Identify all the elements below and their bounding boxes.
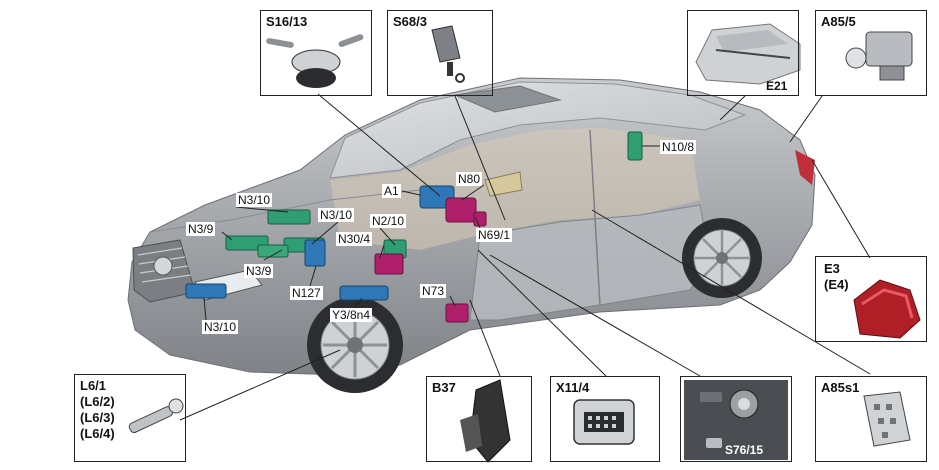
s16-13-illustration xyxy=(266,34,364,88)
callout-n3-9-left: N3/9 xyxy=(186,222,216,236)
inset-s76-15: S76/15 xyxy=(680,376,792,462)
car-glass xyxy=(329,81,747,179)
callout-n80: N80 xyxy=(456,172,483,186)
module-n30-4 xyxy=(374,253,404,275)
module-n3-10-top xyxy=(267,209,311,225)
leader-lines xyxy=(179,93,871,421)
inset-l6-1-label: L6/1 (L6/2) (L6/3) (L6/4) xyxy=(80,378,115,442)
inset-l6-1: L6/1 (L6/2) (L6/3) (L6/4) xyxy=(74,374,186,462)
inset-a85-5: A85/5 xyxy=(815,10,927,96)
callout-y3-8n4: Y3/8n4 xyxy=(330,308,373,322)
inset-e21: E21 xyxy=(687,10,799,96)
l6-1-illustration xyxy=(128,398,184,434)
inset-a85s1-label: A85s1 xyxy=(821,380,860,395)
module-n3-10-bottom xyxy=(185,283,227,299)
inset-s68-3-label: S68/3 xyxy=(393,14,427,29)
car-illustration xyxy=(127,77,816,393)
module-n73 xyxy=(445,303,469,323)
module-n3-9-left xyxy=(225,235,269,251)
a85-5-illustration xyxy=(845,31,913,81)
inset-e3-label-line1: E3 xyxy=(824,261,840,276)
inset-e3: E3 (E4) xyxy=(815,256,927,342)
callout-n3-10-top: N3/10 xyxy=(236,193,273,207)
inset-l6-1-label-line2: (L6/2) xyxy=(80,394,115,409)
inset-l6-1-label-line1: L6/1 xyxy=(80,378,107,393)
callout-n10-8: N10/8 xyxy=(660,140,697,154)
callout-n2-10: N2/10 xyxy=(370,214,407,228)
inset-s68-3: S68/3 xyxy=(387,10,493,96)
a85s1-illustration xyxy=(863,391,911,447)
inset-b37: B37 xyxy=(426,376,532,462)
rear-wheel xyxy=(682,218,762,298)
inset-s76-15-label: S76/15 xyxy=(725,443,764,457)
inset-x11-4-label: X11/4 xyxy=(556,380,590,395)
b37-illustration xyxy=(460,379,511,463)
callout-n127: N127 xyxy=(290,286,323,300)
inset-l6-1-label-line3: (L6/3) xyxy=(80,410,115,425)
inset-e3-label-line2: (E4) xyxy=(824,277,849,292)
inset-a85-5-label: A85/5 xyxy=(821,14,856,29)
inset-s16-13: S16/13 xyxy=(260,10,372,96)
e3-illustration xyxy=(853,279,921,339)
s68-3-illustration xyxy=(431,25,465,83)
callout-n30-4: N30/4 xyxy=(336,232,373,246)
car-sunroof xyxy=(453,85,562,113)
module-n80 xyxy=(445,197,477,223)
module-n10-8 xyxy=(627,131,643,161)
inset-b37-label: B37 xyxy=(432,380,456,395)
callout-n3-9-bottom: N3/9 xyxy=(244,264,274,278)
inset-a85s1: A85s1 xyxy=(815,376,927,462)
inset-l6-1-label-line4: (L6/4) xyxy=(80,426,115,441)
callout-n3-10-mid: N3/10 xyxy=(318,208,355,222)
callout-n73: N73 xyxy=(420,284,447,298)
module-y3-8n4 xyxy=(339,285,389,301)
module-n3-9-bottom xyxy=(257,244,289,258)
component-modules xyxy=(185,131,643,323)
s76-15-illustration xyxy=(684,380,788,460)
inset-e3-label: E3 (E4) xyxy=(824,261,849,293)
callout-n69-1: N69/1 xyxy=(476,228,513,242)
inset-x11-4: X11/4 xyxy=(550,376,660,462)
inset-s16-13-label: S16/13 xyxy=(266,14,308,29)
module-n127 xyxy=(304,239,326,267)
x11-4-illustration xyxy=(573,399,635,445)
callout-a1: A1 xyxy=(382,184,401,198)
callout-n3-10-bottom: N3/10 xyxy=(202,320,239,334)
e21-illustration xyxy=(695,23,801,85)
inset-e21-label: E21 xyxy=(766,79,788,93)
module-n69-1 xyxy=(473,211,487,227)
